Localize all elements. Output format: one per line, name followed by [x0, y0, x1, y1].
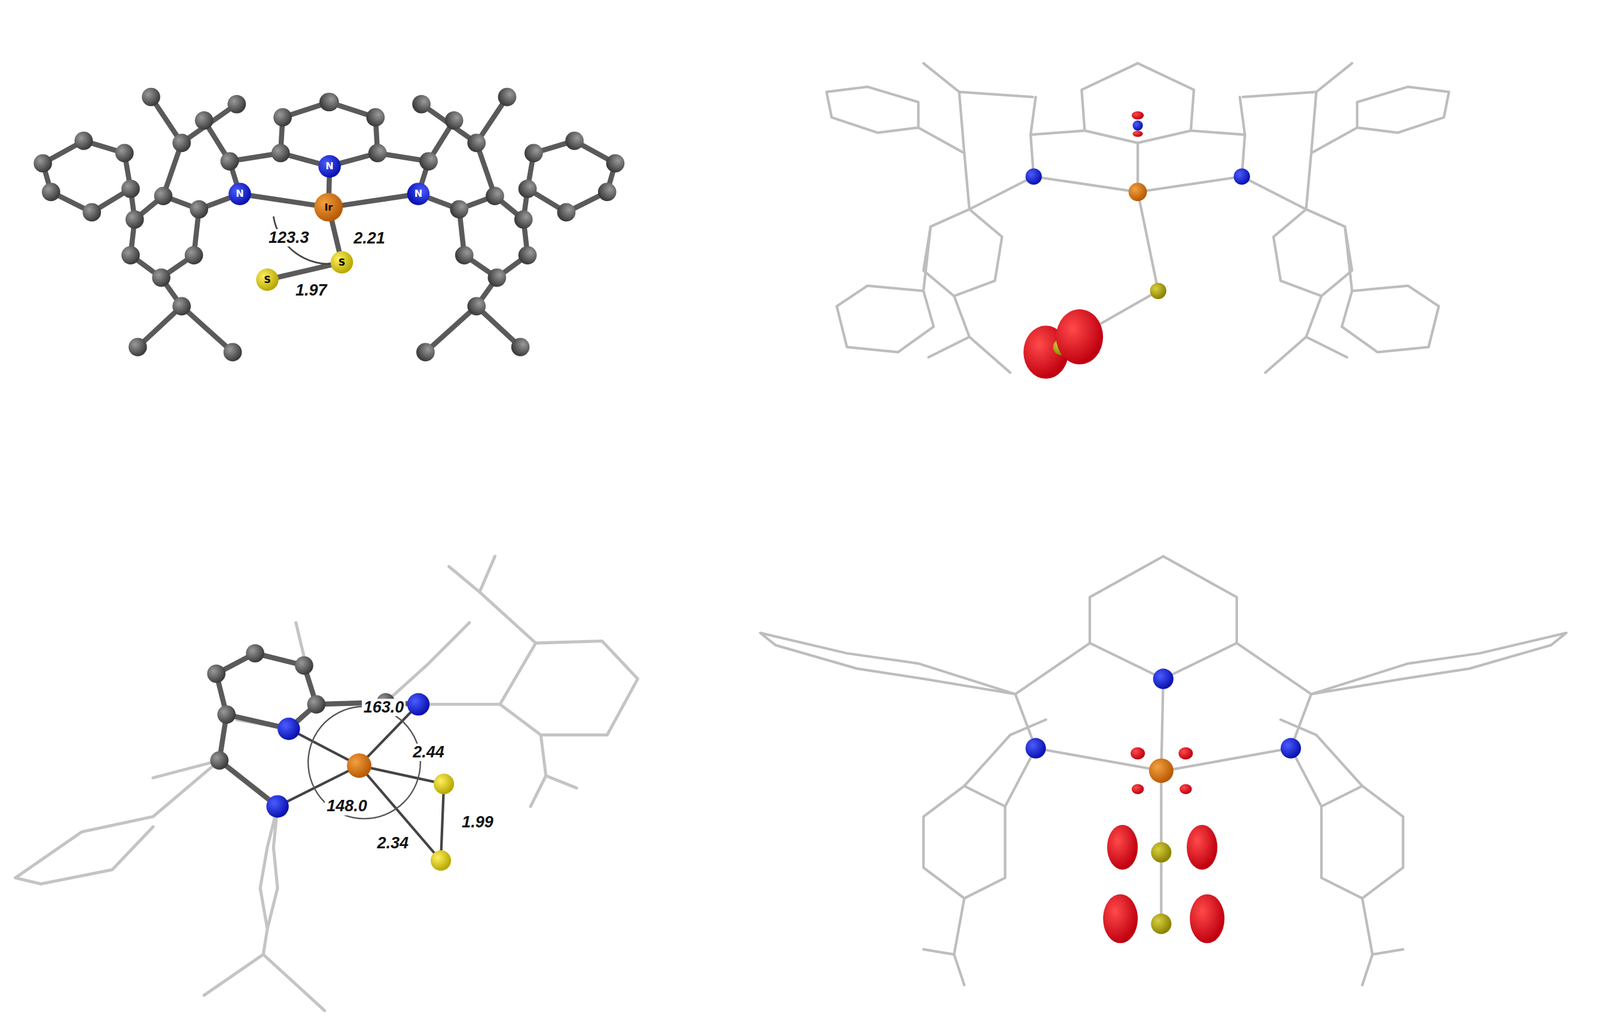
bond-length: 2.44 [410, 743, 447, 762]
atom-label: N [325, 160, 334, 172]
bond-length: 1.97 [293, 281, 329, 300]
angle-value: 148.0 [324, 797, 370, 816]
atom-label: N [235, 188, 244, 200]
atom-label: S [338, 257, 346, 268]
bond-length: 2.21 [351, 229, 387, 248]
bond-length: 2.34 [375, 834, 411, 853]
atom-label: Ir [324, 202, 333, 213]
atom-label: S [263, 274, 271, 286]
atom-label: N [414, 188, 423, 200]
angle-value: 123.3 [266, 229, 312, 248]
bond-length: 1.99 [459, 813, 496, 832]
angle-value: 163.0 [361, 698, 407, 717]
